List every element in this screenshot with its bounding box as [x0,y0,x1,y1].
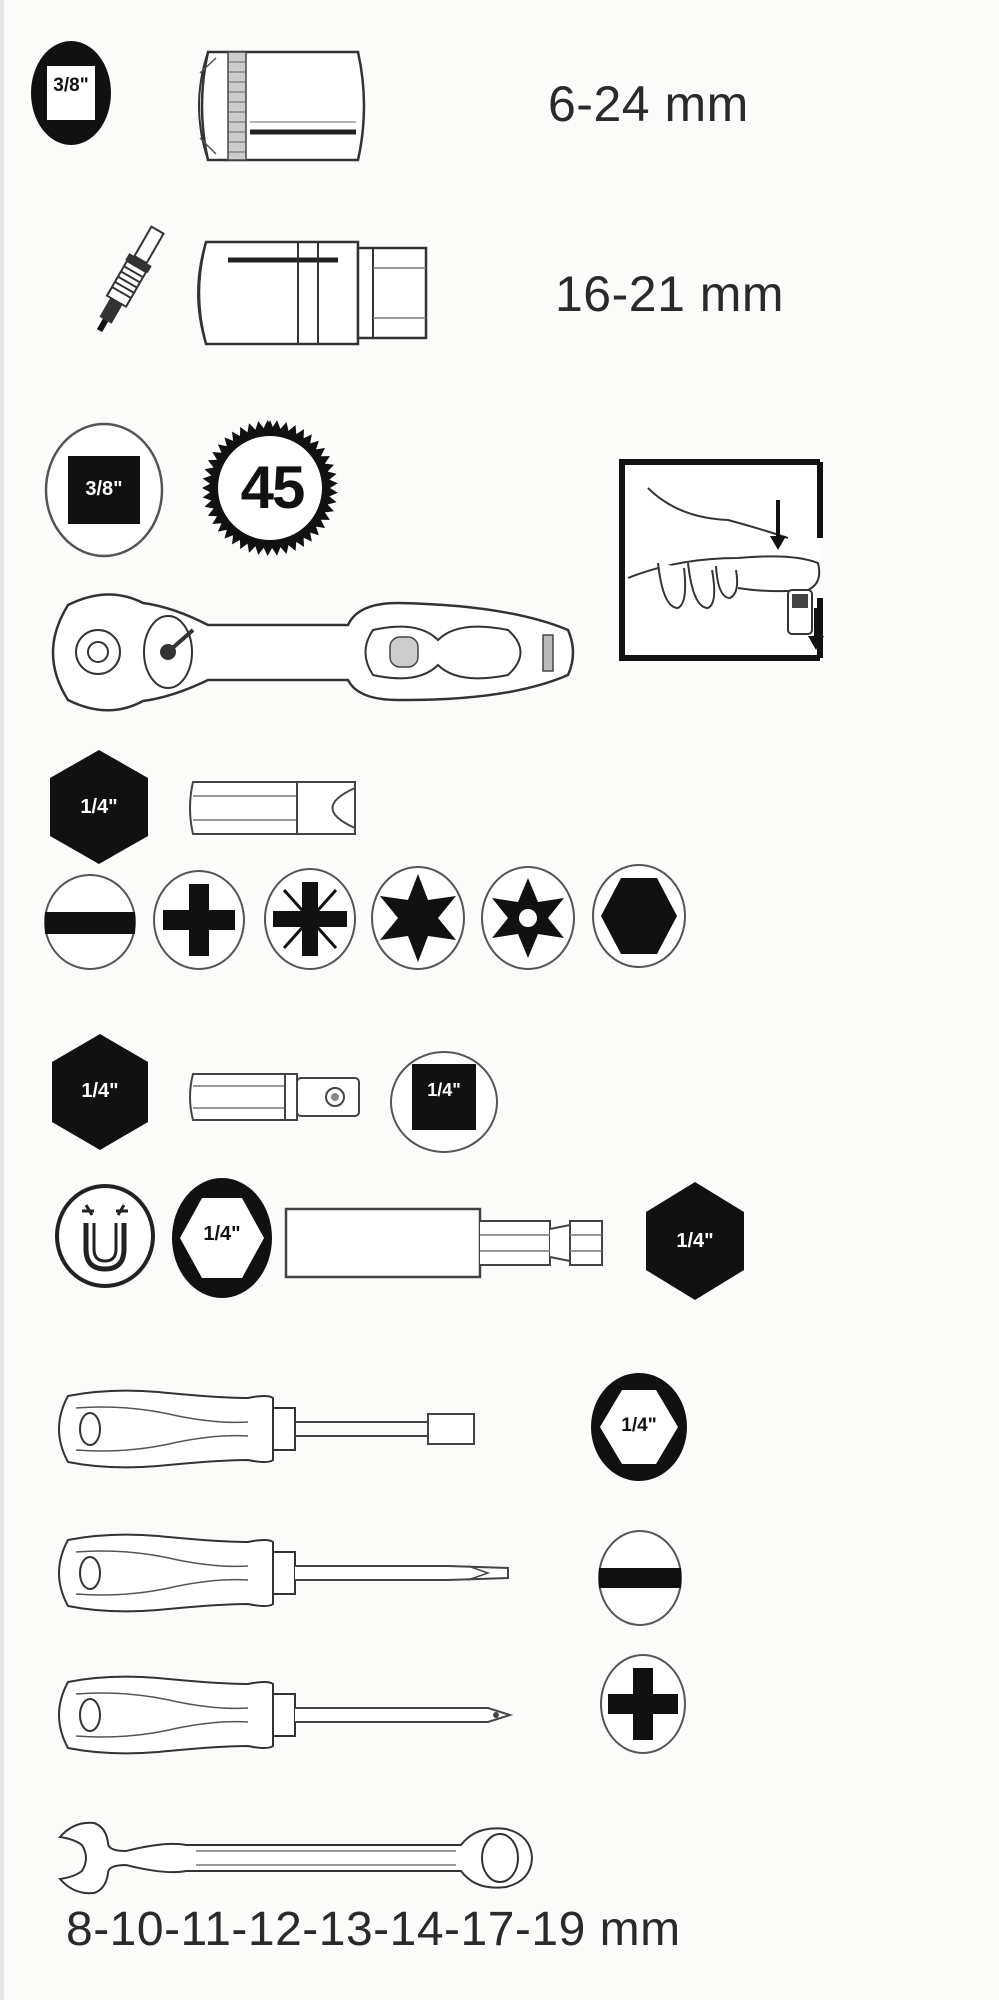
quick-release-instruction-icon [619,459,824,661]
holder-hex-size-label: 1/4" [676,1230,714,1252]
pozidriv-profile-icon [264,868,356,970]
bit-icon [189,781,356,835]
page-edge [0,0,4,2000]
bit-adapter-icon [189,1073,360,1121]
hex-shank-badge-icon [646,1182,744,1300]
ratchet-teeth-count: 45 [240,454,306,521]
spark-plug-socket-icon [197,240,428,346]
phillips-profile-icon [600,1654,686,1754]
gear-teeth-badge-icon [202,420,338,556]
spark-plug-size-range: 16-21 mm [555,266,785,322]
torx-tamper-profile-icon [481,866,575,970]
bit-driver-size-label: 1/4" [621,1415,657,1436]
bit-hex-size-label: 1/4" [80,796,118,818]
hex-socket-badge-icon [591,1373,687,1481]
adapter-square-size-label: 1/4" [427,1080,461,1100]
square-drive-badge-icon [390,1051,498,1153]
ratchet-icon [51,593,575,712]
hex-socket-badge-icon [172,1178,272,1298]
socket-size-range: 6-24 mm [548,76,749,132]
phillips-screwdriver-icon [58,1675,514,1755]
hex-shank-badge-icon [50,750,148,864]
drive-square-badge-icon [44,422,164,558]
hex-profile-icon [592,864,686,968]
drive-square-badge-icon [31,41,111,145]
slotted-profile-icon [598,1530,682,1626]
bit-driver-icon [58,1389,475,1469]
spark-plug-icon [96,225,165,333]
slotted-profile-icon [44,874,136,970]
adapter-hex-size-label: 1/4" [81,1080,119,1102]
slotted-screwdriver-icon [58,1533,509,1613]
magnet-icon [55,1184,155,1288]
phillips-profile-icon [153,870,245,970]
bit-holder-icon [284,1207,603,1279]
wrench-sizes-label: 8-10-11-12-13-14-17-19 mm [66,1903,681,1956]
ratchet-drive-size-label: 3/8" [85,478,123,500]
combination-wrench-icon [58,1821,534,1895]
drive-size-label: 3/8" [53,75,89,96]
torx-profile-icon [371,866,465,970]
holder-hex-socket-size-label: 1/4" [203,1223,241,1245]
hex-shank-badge-icon [52,1034,148,1150]
socket-icon [198,50,366,162]
